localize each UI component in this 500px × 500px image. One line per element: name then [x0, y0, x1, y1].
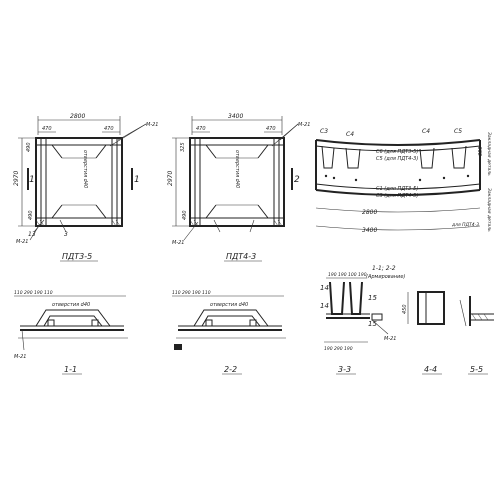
pdt43-rebar-mark: М-21	[298, 122, 310, 128]
sec-top-c4-label-left: С4	[346, 131, 354, 138]
pdt35-stirrup-mark: 13	[28, 231, 36, 238]
view-pdt35: 2800 470 470 2970 490 490	[13, 113, 158, 262]
pdt43-dim-top: 3400	[228, 113, 243, 120]
sec33-bottom-dims: 190 290 190	[324, 346, 353, 352]
sec11-rebar-mark: М-21	[14, 354, 26, 360]
view-section-5-5: 5-5	[459, 296, 494, 375]
pdt43-caption: ПДТ4-3	[226, 252, 256, 261]
sec-top-c4-label: С4	[422, 128, 430, 135]
sec33-top-dims: 190 190 100 190	[328, 272, 367, 278]
sec33-header: 1-1; 2-2	[372, 265, 396, 272]
view-section-1-1: 110 290 190 110 отверстия d40 М-21 1-1	[14, 290, 128, 375]
sec-top-c3-note: С3 (для ПДТ4-3)	[376, 193, 418, 199]
sec-top-c5-note: С5 (для ПДТ4-3)	[376, 156, 418, 162]
pdt35-section-mark-right: 1	[134, 175, 140, 185]
sec-top-c5-label: С5	[454, 128, 462, 135]
sec-top-c6-note: С6 (для ПДТ3-5)	[376, 149, 418, 155]
sec33-side-c: 15	[368, 294, 377, 302]
sec-top-dim-2800: 2800	[362, 209, 377, 216]
sec33-side-b: 14	[320, 302, 329, 310]
pdt43-dim-right: 470	[266, 126, 276, 132]
pdt35-height: 2970	[13, 171, 20, 186]
pdt35-dim-top: 2800	[70, 113, 85, 120]
pdt43-seg-top: 325	[180, 142, 186, 152]
sec22-caption: 2-2	[224, 365, 237, 374]
pdt43-section-mark: 2	[294, 175, 300, 185]
sec-top-pdt43-note: для ПДТ4-3	[451, 222, 479, 228]
sec33-side-d: 15	[368, 320, 377, 328]
pdt43-seg-bottom: 490	[182, 210, 188, 220]
pdt43-height: 2970	[167, 171, 174, 186]
sec11-caption: 1-1	[64, 365, 77, 374]
pdt35-seg-top: 490	[26, 142, 32, 152]
pdt35-seg-bottom: 490	[28, 210, 34, 220]
sec11-top-dims: 110 290 190 110	[14, 290, 53, 296]
pdt43-weld-label: отверстия d40	[234, 150, 240, 188]
view-section-top: С3 С4 С4 С5 С6 (для ПДТ3-5) С5 (для ПДТ4…	[315, 128, 492, 234]
pdt35-rebar-mark-bottom: М-21	[16, 239, 28, 245]
view-pdt43: 3400 470 470 2970 325 490 2 отверстия d4…	[167, 113, 310, 262]
view-section-4-4: 450 4-4	[402, 291, 445, 375]
sec33-rebar-mark: М-21	[384, 336, 396, 342]
pdt35-rebar-mark: М-21	[146, 122, 158, 128]
pdt35-caption: ПДТ3-5	[62, 252, 92, 261]
sec33-subheader: (Армирование)	[366, 274, 405, 280]
sec-top-side-dim: 300	[478, 146, 484, 156]
sec44-dim: 450	[402, 304, 408, 314]
sec-top-c3-label: С3	[320, 128, 328, 135]
pdt35-dim-left: 470	[42, 126, 52, 132]
sec44-caption: 4-4	[424, 365, 437, 374]
sec33-side-a: 14	[320, 284, 329, 292]
sec-top-side-note-bottom: Закладная деталь	[486, 188, 492, 232]
sec-top-c1-note: С1 (для ПДТ3-5)	[376, 186, 418, 192]
sec22-top-dims: 110 290 190 110	[172, 290, 211, 296]
sec11-weld-label: отверстия d40	[52, 302, 90, 308]
sec22-weld-label: отверстия d40	[210, 302, 248, 308]
pdt35-bottom-mark: 3	[64, 231, 68, 238]
pdt35-dim-right: 470	[104, 126, 114, 132]
sec55-caption: 5-5	[470, 365, 483, 374]
view-section-3-3: 1-1; 2-2 (Армирование) 190 190 100 190 1…	[320, 265, 405, 375]
pdt43-rebar-mark-bottom: М-21	[172, 240, 184, 246]
view-section-2-2: 110 290 190 110 отверстия d40 2-2	[172, 290, 286, 375]
pdt43-dim-left: 470	[196, 126, 206, 132]
pdt35-weld-label: отверстия d40	[82, 150, 88, 188]
sec-top-dim-3400: 3400	[362, 227, 377, 234]
pdt35-section-mark-left: 1	[29, 175, 35, 185]
sec-top-side-note-top: Закладная деталь	[486, 132, 492, 176]
sec33-caption: 3-3	[338, 365, 351, 374]
